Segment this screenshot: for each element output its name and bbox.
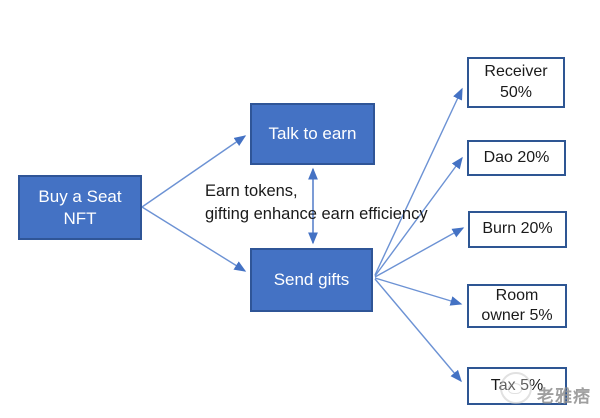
node-label: Buy a Seat — [38, 186, 122, 206]
annotation-line: gifting enhance earn efficiency — [205, 205, 428, 223]
annotation-line: Earn tokens, — [205, 182, 298, 200]
annotation-earn-tokens: Earn tokens, gifting enhance earn effici… — [205, 180, 428, 226]
node-talk-to-earn: Talk to earn — [250, 103, 375, 165]
arrow-send-to-dao — [374, 156, 463, 277]
node-label: Send gifts — [273, 270, 350, 290]
node-dao: Dao 20% — [467, 140, 566, 176]
node-room-owner: Room owner 5% — [467, 284, 567, 328]
node-burn: Burn 20% — [468, 211, 567, 248]
node-label: Receiver — [484, 63, 548, 81]
arrow-buy-to-send — [141, 206, 247, 272]
node-receiver: Receiver 50% — [467, 57, 565, 108]
arrow-send-to-room-owner — [374, 277, 463, 306]
watermark-text: 老雅痞 — [537, 387, 591, 406]
node-label: Room — [495, 286, 539, 304]
node-label: Dao 20% — [483, 148, 550, 166]
node-buy-seat-nft: Buy a Seat NFT — [18, 175, 142, 240]
node-label: owner 5% — [481, 307, 553, 324]
arrow-buy-to-talk — [141, 135, 247, 208]
arrow-send-to-burn — [374, 227, 465, 278]
node-label: NFT — [63, 208, 97, 228]
node-send-gifts: Send gifts — [250, 248, 373, 312]
node-label: Burn 20% — [482, 220, 553, 238]
watermark-logo-icon — [500, 372, 532, 404]
arrow-send-to-tax — [374, 278, 462, 383]
node-label: 50% — [499, 83, 533, 101]
node-label: Talk to earn — [268, 124, 357, 144]
arrow-send-to-receiver — [374, 87, 463, 276]
